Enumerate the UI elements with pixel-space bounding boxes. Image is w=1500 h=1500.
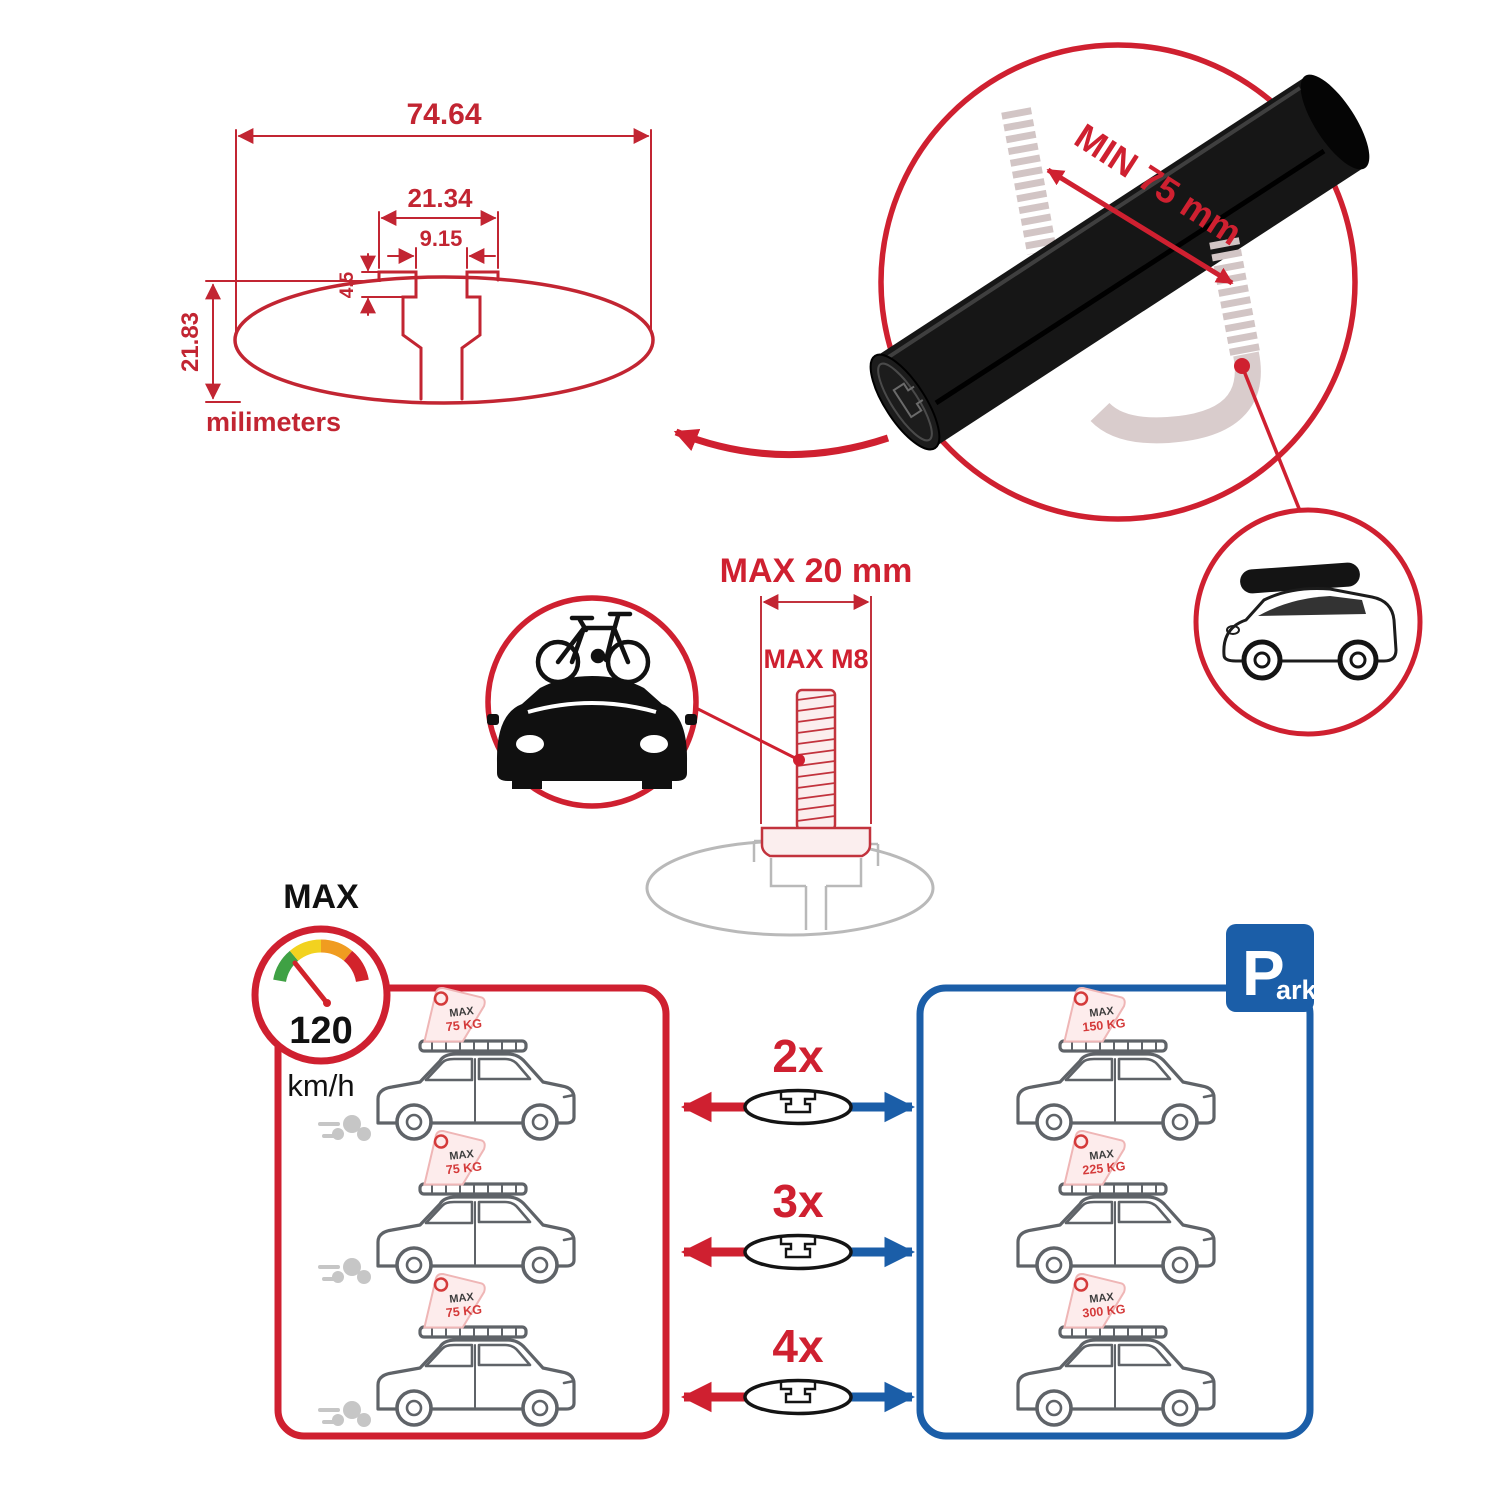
park-sign-letter: P [1242, 937, 1285, 1009]
tag-load-value: 150 KG [1082, 1016, 1126, 1034]
tag-load-value: 75 KG [445, 1016, 482, 1034]
car-front-icon [487, 676, 697, 789]
tag-max-label: MAX [449, 1148, 475, 1163]
speed-value: 120 [289, 1010, 352, 1052]
load-tag: MAX 75 KG [423, 1129, 486, 1186]
parking-panel [916, 984, 1314, 1440]
multiplier-row-2: 3x [680, 1175, 916, 1271]
crossbar-section-icon [743, 1233, 853, 1271]
park-sign-rest: ark [1276, 975, 1318, 1005]
dim-total-width [235, 128, 652, 333]
u-bolt-icon [1090, 237, 1261, 444]
car-icon [376, 1325, 576, 1427]
multiplier-label: 4x [772, 1320, 824, 1372]
car-icon [1016, 1039, 1216, 1141]
car-icon [1016, 1325, 1216, 1427]
dim-total-height [205, 280, 381, 403]
tag-max-label: MAX [449, 1005, 475, 1020]
driving-panel [274, 984, 670, 1440]
tag-load-value: 75 KG [445, 1302, 482, 1320]
speedometer-pivot [323, 999, 331, 1007]
bar-end-face [869, 353, 941, 451]
dim-total-width-value: 74.64 [406, 98, 481, 131]
parking-cars [1016, 1039, 1216, 1427]
load-tag: MAX 150 KG [1063, 986, 1126, 1043]
tag-max-label: MAX [449, 1291, 475, 1306]
speed-lines-icon [318, 1256, 373, 1286]
multiplier-label: 2x [772, 1030, 824, 1082]
driving-cars [318, 1039, 576, 1429]
car-icon [1016, 1182, 1216, 1284]
u-bolt-rear-rod-icon [1001, 107, 1057, 255]
crossbar-section-icon [743, 1378, 853, 1416]
t-bolt-icon [760, 688, 872, 858]
tag-load-value: 75 KG [445, 1159, 482, 1177]
units-label: milimeters [206, 407, 341, 437]
bolt-thread-label: MAX M8 [763, 644, 868, 674]
multiplier-label: 3x [772, 1175, 824, 1227]
zoom-pointer-arrow [673, 428, 890, 459]
dim-slot-depth-value: 4.5 [337, 271, 358, 298]
load-tag: MAX 75 KG [423, 986, 486, 1043]
tag-logo-ring [433, 1134, 449, 1149]
dim-slot-width [387, 247, 496, 269]
bolt-detail: MAX 20 mm MAX M8 [485, 552, 935, 937]
speedometer-gauge [273, 939, 369, 983]
suv-roofbox-badge [1193, 507, 1423, 737]
car-icon [376, 1039, 576, 1141]
dim-bolt-width [760, 594, 872, 824]
dim-channel-width-value: 21.34 [407, 183, 473, 213]
dim-slot-width-value: 9.15 [420, 226, 463, 251]
tag-logo-ring [433, 991, 449, 1006]
dim-slot-depth [360, 253, 405, 316]
load-tag: MAX 75 KG [423, 1272, 486, 1329]
roof-bar-magnifier: MIN 75 mm [869, 42, 1370, 522]
load-tag: MAX 225 KG [1063, 1129, 1126, 1186]
bolt-pointer-dot [793, 754, 805, 766]
speed-max-label: MAX [283, 878, 359, 916]
callout-line [1240, 365, 1304, 517]
speed-lines-icon [318, 1113, 373, 1143]
park-sign: P ark [1226, 924, 1318, 1012]
bar-profile-outline [233, 275, 655, 405]
bolt-pointer-line [695, 706, 800, 762]
speed-limit-badge: MAX 120 km/h [251, 878, 391, 1103]
multiplier-row-3: 4x [680, 1320, 916, 1416]
crossbar-section-icon [743, 1088, 853, 1126]
suv-with-roofbox-icon [1222, 562, 1398, 681]
bolt-width-label: MAX 20 mm [720, 552, 913, 590]
tag-load-value: 300 KG [1082, 1302, 1126, 1320]
tag-max-label: MAX [1089, 1005, 1115, 1020]
tag-logo-ring [433, 1277, 449, 1292]
dim-channel-width [378, 210, 499, 269]
tag-max-label: MAX [1089, 1148, 1115, 1163]
tag-logo-ring [1073, 991, 1089, 1006]
min-span-arrow [1046, 167, 1234, 286]
tag-load-value: 225 KG [1082, 1159, 1126, 1177]
tag-logo-ring [1073, 1277, 1089, 1292]
t-slot-channel [377, 270, 500, 401]
speedometer-needle [292, 960, 330, 1006]
cross-section-drawing: 74.64 21.34 9.15 4.5 21.83 milimeters [177, 98, 655, 437]
dim-total-height-value: 21.83 [177, 312, 204, 372]
car-bike-badge [485, 595, 699, 809]
tag-max-label: MAX [1089, 1291, 1115, 1306]
load-tag: MAX 300 KG [1063, 1272, 1126, 1329]
multiplier-row-1: 2x [680, 1030, 916, 1126]
speed-lines-icon [318, 1399, 373, 1429]
car-icon [376, 1182, 576, 1284]
tag-logo-ring [1073, 1134, 1089, 1149]
speed-unit: km/h [287, 1068, 354, 1103]
